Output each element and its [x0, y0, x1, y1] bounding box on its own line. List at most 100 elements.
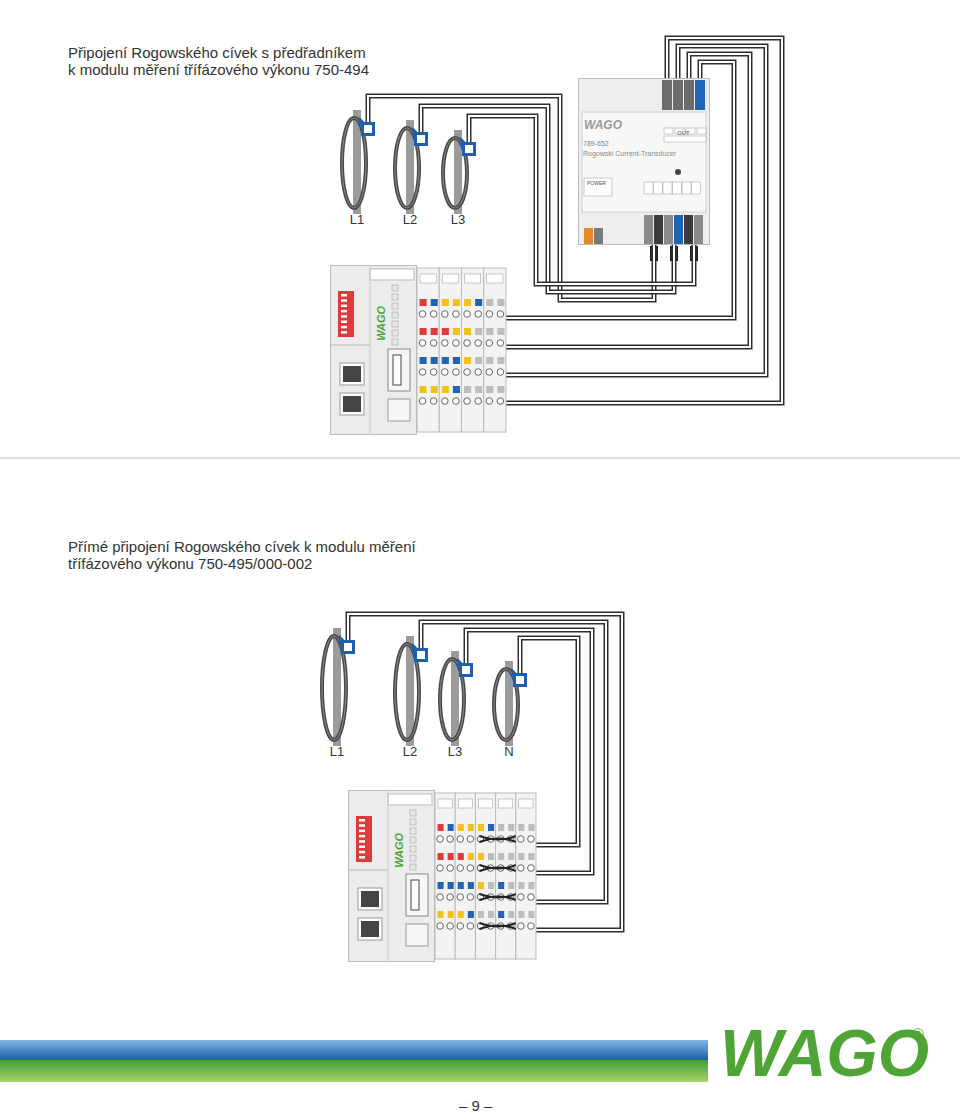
- terminal-entry: [486, 340, 493, 347]
- cable: [421, 622, 606, 902]
- terminal-entry: [464, 311, 471, 318]
- section-heading: Připojení Rogowského cívek s předřadníke…: [68, 44, 373, 78]
- io-module: [439, 268, 461, 432]
- terminal-entry: [437, 865, 444, 872]
- terminal-entry: [464, 369, 471, 376]
- wire-stub-core: [465, 645, 467, 663]
- phase-label: L3: [433, 213, 483, 228]
- terminal-entry: [475, 369, 482, 376]
- coil-clamp-window: [417, 651, 425, 659]
- dip-switch: [338, 291, 354, 337]
- terminal-release: [508, 853, 514, 860]
- terminal-entry: [453, 369, 460, 376]
- fieldbus-coupler: [349, 791, 435, 962]
- status-led: [410, 864, 416, 870]
- terminal-release: [486, 357, 493, 364]
- front-panel: [582, 112, 706, 212]
- housing-edge: [348, 870, 388, 871]
- terminal-entry: [528, 894, 535, 901]
- terminal-release: [448, 882, 454, 889]
- terminal-marker: [664, 128, 673, 134]
- terminal-release: [518, 882, 524, 889]
- coil-clamp-window: [364, 125, 372, 133]
- terminal-release: [468, 853, 474, 860]
- terminal-release: [458, 911, 464, 918]
- module-label: [465, 274, 481, 283]
- io-module: [496, 793, 516, 959]
- phase-label: L1: [312, 745, 362, 760]
- terminal-release: [486, 299, 493, 306]
- rogowski-coil-node: L1: [332, 104, 382, 228]
- terminal-entry: [518, 836, 525, 843]
- dip-lever: [359, 846, 365, 849]
- status-led: [392, 285, 398, 291]
- terminal-release: [438, 853, 444, 860]
- cable-sheath: [506, 62, 734, 318]
- input-terminal: [694, 215, 703, 244]
- wire-stub-core: [367, 104, 369, 122]
- housing-edge: [388, 790, 389, 962]
- fieldbus-coupler: [331, 266, 417, 435]
- dip-lever: [341, 294, 347, 297]
- terminal-entry: [447, 894, 454, 901]
- terminal-entry: [430, 311, 437, 318]
- coil-clamp-window: [417, 135, 425, 143]
- terminal-release: [453, 299, 460, 306]
- terminal-entry: [430, 369, 437, 376]
- terminal-release: [431, 299, 438, 306]
- output-terminal: [673, 80, 683, 110]
- input-marker: [682, 182, 691, 194]
- ethernet-socket: [343, 366, 361, 382]
- trademark-sign: ®: [912, 1026, 924, 1044]
- status-led: [392, 330, 398, 336]
- terminal-entry: [442, 340, 449, 347]
- terminal-entry: [486, 398, 493, 405]
- terminal-entry: [430, 340, 437, 347]
- terminal-entry: [447, 836, 454, 843]
- cable-sheath: [421, 622, 606, 902]
- terminal-release: [528, 824, 534, 831]
- rogowski-coil-node: N: [484, 655, 534, 760]
- controller-node: WAGO: [348, 790, 536, 962]
- terminal-entry: [453, 398, 460, 405]
- terminal-release: [475, 357, 482, 364]
- status-led: [392, 339, 398, 345]
- phase-label: L1: [332, 213, 382, 228]
- coil-clamp-window: [516, 676, 524, 684]
- terminal-release: [448, 824, 454, 831]
- dip-lever: [359, 856, 365, 859]
- coil-clamp: [459, 663, 473, 677]
- input-marker: [654, 182, 663, 194]
- terminal-release: [464, 299, 471, 306]
- cable: [506, 38, 782, 403]
- status-led: [410, 846, 416, 852]
- ethernet-port: [358, 888, 382, 910]
- wire-stub-core: [519, 655, 521, 673]
- cable-sheath: [506, 38, 782, 403]
- terminal-release: [488, 882, 494, 889]
- housing-edge: [370, 265, 371, 435]
- terminal-release: [448, 853, 454, 860]
- terminal-release: [438, 882, 444, 889]
- terminal-release: [453, 357, 460, 364]
- phase-label: N: [484, 745, 534, 760]
- cable-core: [506, 62, 734, 318]
- terminal-release: [468, 882, 474, 889]
- terminal-entry: [475, 340, 482, 347]
- status-led: [410, 819, 416, 825]
- io-module: [484, 268, 506, 432]
- terminal-entry: [464, 398, 471, 405]
- transducer-box: 789-652Rogowski Current-Transducer: [578, 78, 710, 245]
- terminal-entry: [467, 923, 474, 930]
- terminal-entry: [437, 923, 444, 930]
- cable-core: [506, 38, 782, 403]
- terminal-release: [420, 357, 427, 364]
- coil-clamp: [462, 142, 476, 156]
- terminal-entry: [453, 340, 460, 347]
- terminal-entry: [486, 311, 493, 318]
- terminal-release: [458, 824, 464, 831]
- terminal-entry: [518, 865, 525, 872]
- terminal-release: [498, 882, 504, 889]
- wire-stub: [346, 622, 351, 640]
- service-cover: [406, 924, 428, 946]
